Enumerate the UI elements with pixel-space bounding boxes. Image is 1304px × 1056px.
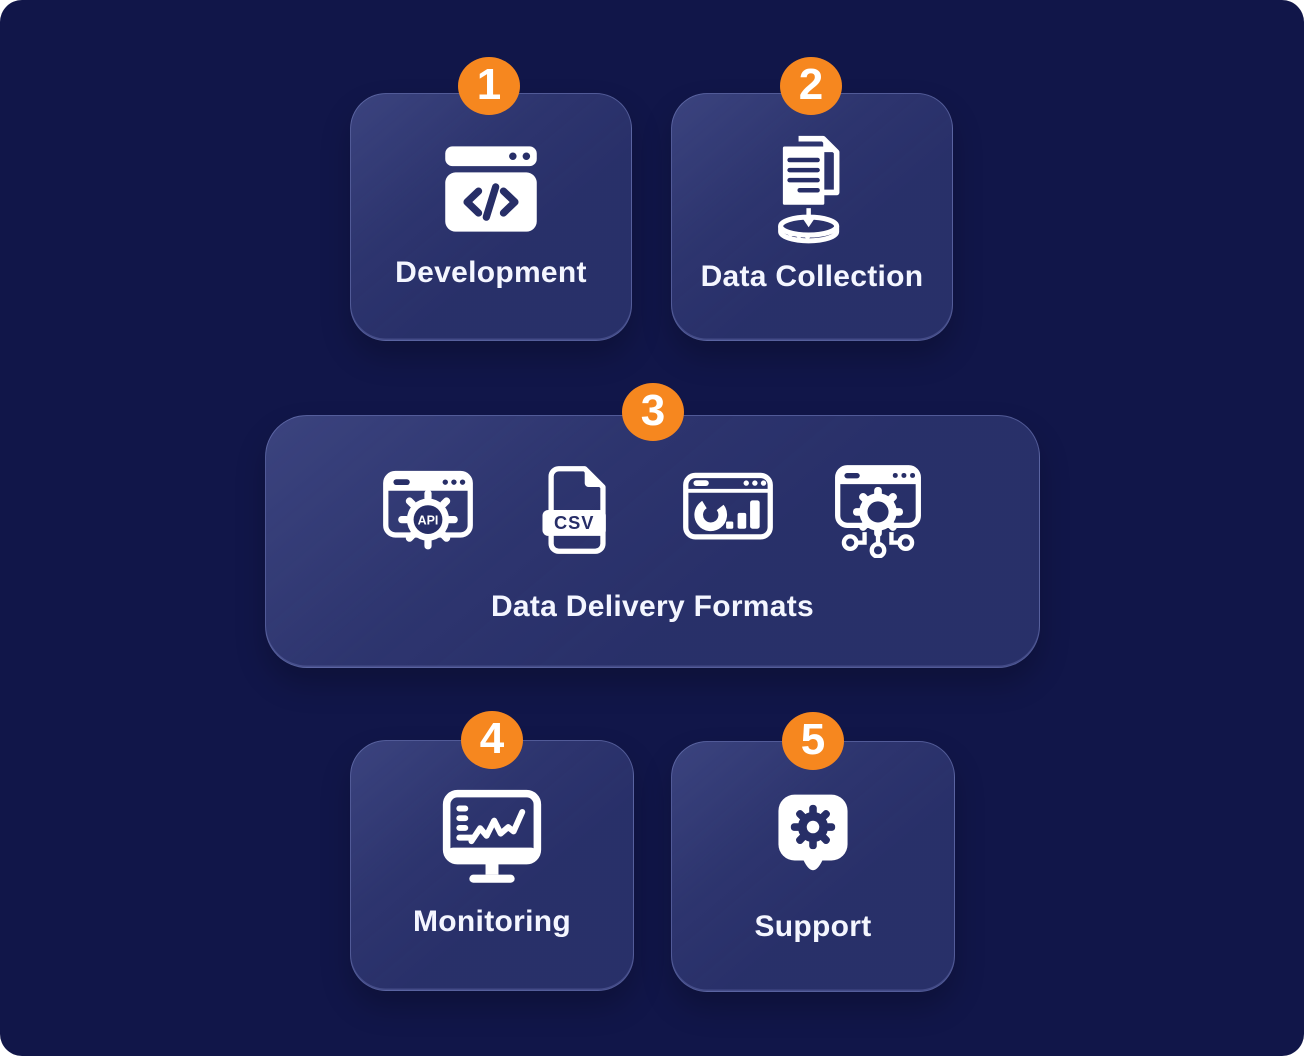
documents-to-database-icon (756, 132, 868, 244)
api-window-icon: API (380, 462, 476, 558)
step-number-1: 1 (476, 60, 502, 109)
step-number-2: 2 (798, 60, 824, 109)
card-data-collection: Data Collection 2 (671, 57, 953, 341)
card-label-monitoring: Monitoring (413, 905, 571, 938)
step-badge-3: 3 (622, 383, 684, 441)
step-number-5: 5 (800, 715, 826, 764)
api-label: API (417, 513, 438, 527)
card-label-data-delivery-formats: Data Delivery Formats (490, 590, 815, 623)
step-number-4: 4 (479, 714, 505, 763)
card-label-support: Support (754, 910, 872, 943)
step-badge-1: 1 (458, 57, 520, 115)
chat-bubble-gear-icon (759, 786, 867, 894)
analytics-dashboard-icon (680, 462, 776, 558)
code-window-icon (439, 136, 543, 240)
step-number-3: 3 (640, 386, 666, 435)
card-development: Development 1 (350, 57, 632, 341)
card-data-delivery-formats: API CSV (265, 383, 1040, 668)
delivery-format-icons: API CSV (380, 462, 926, 559)
step-badge-2: 2 (780, 57, 842, 115)
csv-label: CSV (553, 512, 593, 533)
csv-file-icon: CSV (530, 462, 626, 558)
gear-network-icon (830, 462, 926, 559)
monitor-line-chart-icon (438, 785, 546, 893)
card-monitoring: Monitoring 4 (350, 711, 634, 991)
card-support: Support 5 (671, 712, 955, 992)
step-badge-4: 4 (461, 711, 523, 769)
step-badge-5: 5 (782, 712, 844, 770)
card-label-development: Development (395, 256, 587, 289)
card-label-data-collection: Data Collection (700, 260, 924, 293)
